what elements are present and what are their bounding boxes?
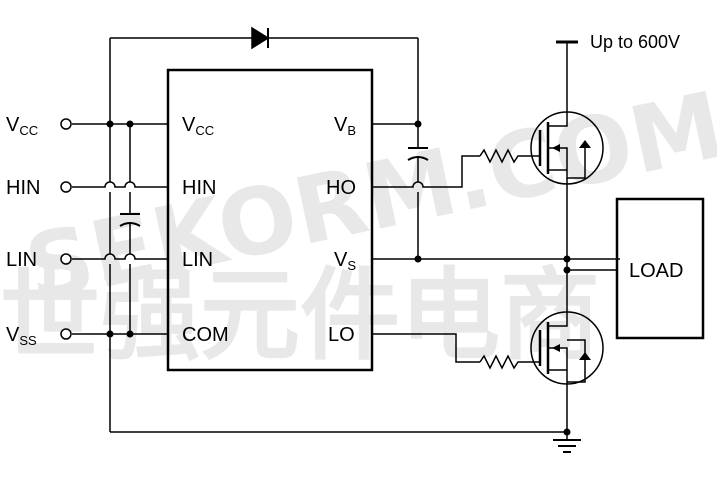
supply-label: Up to 600V (590, 32, 680, 52)
junction-dots (106, 120, 571, 436)
high-gate-resistor (479, 148, 540, 164)
watermark-line2: 世强元件电商 (0, 257, 600, 374)
lin-terminal (60, 253, 72, 265)
load-box (615, 197, 705, 340)
high-mosfet-arrow (552, 144, 560, 152)
ext-lin-label: LIN (6, 249, 37, 271)
driver-ic-body (166, 68, 374, 372)
ic-vs-label: VS (334, 249, 356, 273)
junction-dot (414, 255, 422, 263)
low-gate-resistor (479, 354, 540, 370)
ext-hin-label: HIN (6, 177, 40, 199)
ic-vb-label: VB (334, 114, 356, 138)
junction-dot (563, 266, 571, 274)
vcc-cap-plate-bottom (119, 222, 141, 227)
boot-cap-plate-bottom (407, 156, 429, 161)
vcc-terminal (60, 118, 72, 130)
junction-dot (106, 330, 114, 338)
load-label: LOAD (629, 260, 683, 282)
watermark: SEKORM.COM 世强元件电商 (0, 71, 717, 374)
junction-dot (563, 428, 571, 436)
ho-wire (372, 155, 480, 188)
ic-lo-label: LO (328, 324, 355, 346)
high-mosfet-body-diode (579, 140, 591, 148)
low-mosfet-diode (548, 339, 586, 383)
vss-terminal (60, 328, 72, 340)
ext-vcc-label: VCC (6, 114, 38, 138)
ic-ho-label: HO (326, 177, 356, 199)
low-mosfet-arrow (552, 344, 560, 352)
lo-wire (372, 333, 480, 363)
hin-terminal (60, 181, 72, 193)
ic-lin-label: LIN (182, 249, 213, 271)
high-mosfet-drain (548, 112, 568, 127)
ic-hin-label: HIN (182, 177, 216, 199)
hin-wire (72, 181, 168, 188)
diode-triangle (251, 26, 270, 50)
junction-dot (106, 120, 114, 128)
ext-vss-label: VSS (6, 324, 37, 348)
junction-dot (126, 330, 134, 338)
low-mosfet-body-diode (579, 352, 591, 360)
ic-vcc-label: VCC (182, 114, 214, 138)
junction-dot (563, 255, 571, 263)
junction-dot (126, 120, 134, 128)
lin-wire (72, 253, 168, 260)
junction-dot (414, 120, 422, 128)
bootstrap-diode (251, 26, 270, 50)
ic-com-label: COM (182, 324, 229, 346)
terminals (60, 118, 72, 340)
low-mosfet-drain (548, 259, 568, 327)
